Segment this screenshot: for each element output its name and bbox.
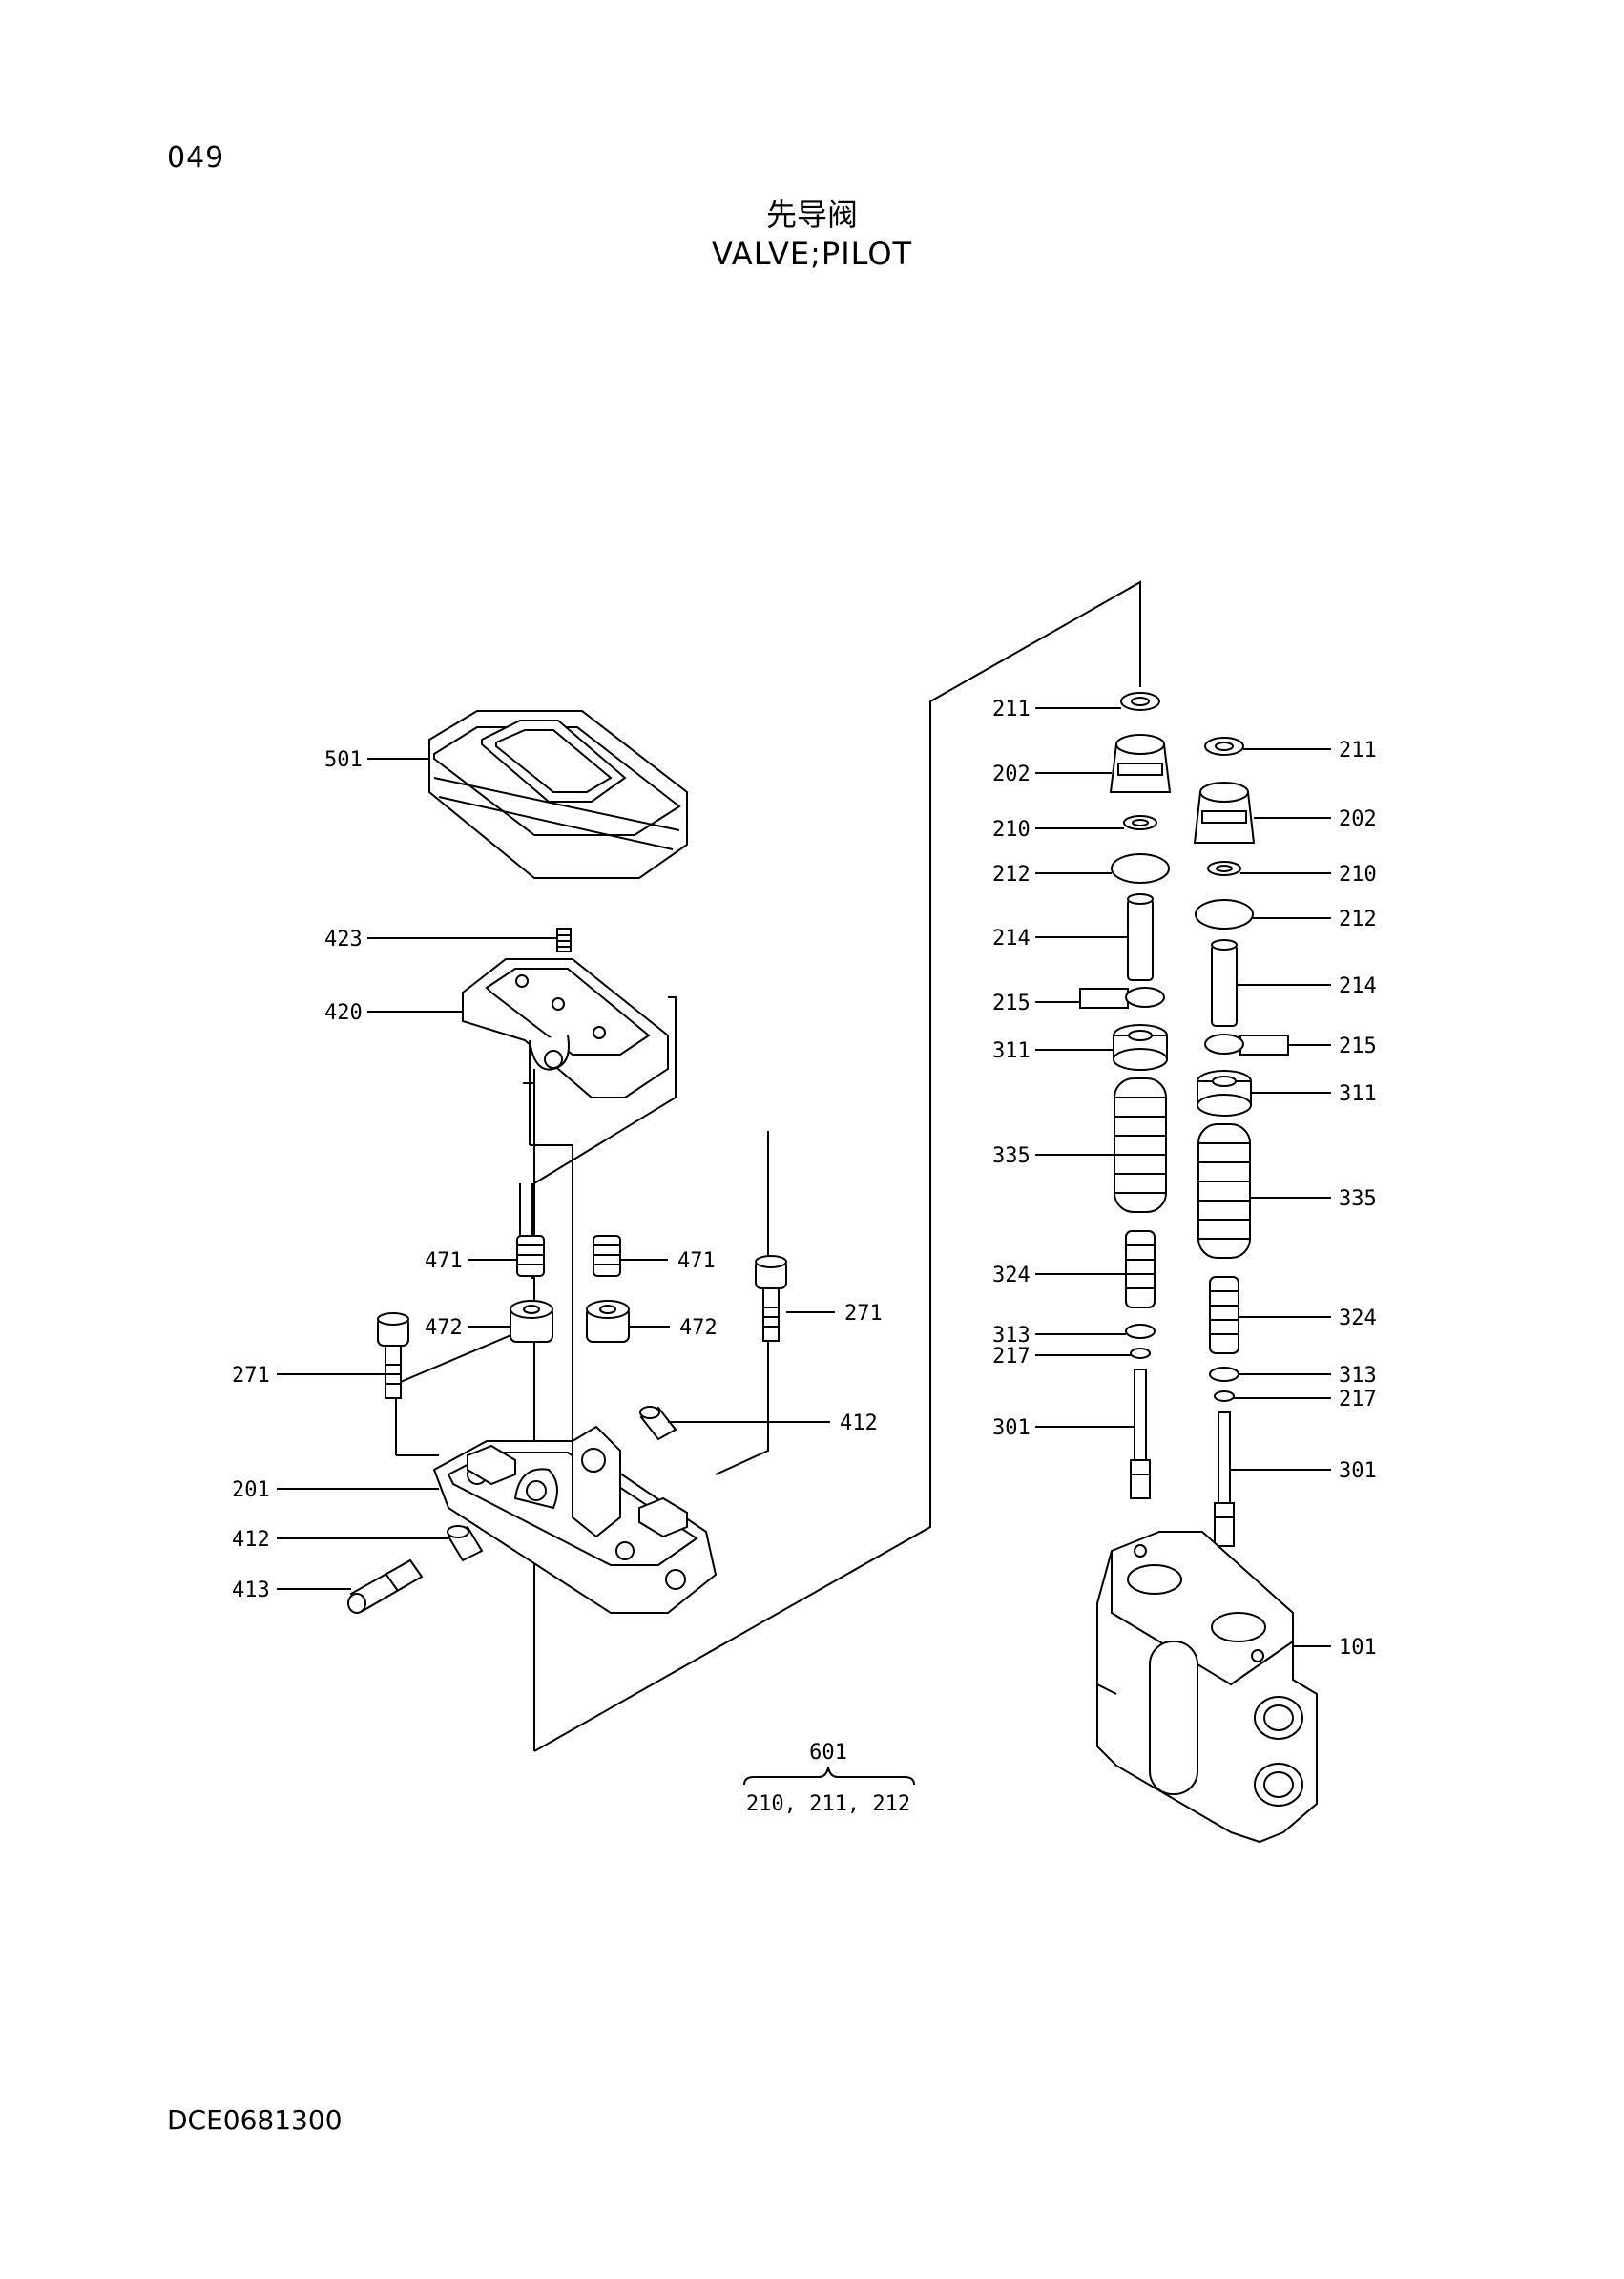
label-271-right: 271: [844, 1302, 883, 1326]
label-101: 101: [1339, 1636, 1377, 1660]
label-210-left: 210: [992, 818, 1031, 842]
label-214-right: 214: [1339, 974, 1377, 998]
label-215-left: 215: [992, 992, 1031, 1015]
label-471-left: 471: [425, 1249, 463, 1273]
stack-right-parts: [1193, 737, 1289, 1547]
label-412-upper: 412: [840, 1411, 878, 1435]
label-335-left: 335: [992, 1144, 1031, 1168]
label-217-left: 217: [992, 1345, 1031, 1369]
washer-part-472-right: [586, 1300, 630, 1343]
part-labels: 501 423 420 471 471 472 472 271 271 412 …: [232, 698, 1377, 1816]
boot-part-501: [428, 710, 688, 879]
label-211-right: 211: [1339, 739, 1377, 763]
pin-part-413: [347, 1558, 424, 1614]
label-413: 413: [232, 1579, 270, 1602]
title-english: VALVE;PILOT: [711, 236, 913, 272]
label-313-left: 313: [992, 1324, 1031, 1348]
nut-part-471-right: [593, 1235, 621, 1277]
label-471-right: 471: [677, 1249, 716, 1273]
label-472-left: 472: [425, 1316, 463, 1340]
nut-part-471-left: [516, 1235, 545, 1277]
label-212-right: 212: [1339, 908, 1377, 931]
label-201: 201: [232, 1478, 270, 1502]
cam-plate-part-420: [462, 958, 669, 1098]
label-311-left: 311: [992, 1039, 1031, 1063]
label-301-right: 301: [1339, 1459, 1377, 1483]
label-412-lower: 412: [232, 1528, 270, 1552]
label-212-left: 212: [992, 863, 1031, 887]
label-311-right: 311: [1339, 1082, 1377, 1106]
label-202-left: 202: [992, 763, 1031, 786]
label-202-right: 202: [1339, 807, 1377, 831]
label-217-right: 217: [1339, 1388, 1377, 1411]
label-420: 420: [324, 1001, 363, 1025]
title-chinese: 先导阀: [765, 197, 858, 233]
label-501: 501: [324, 748, 363, 772]
leader-lines-left: [277, 758, 835, 1590]
valve-body-part-101: [1096, 1531, 1318, 1844]
label-324-right: 324: [1339, 1307, 1377, 1330]
label-211-left: 211: [992, 698, 1031, 721]
label-335-right: 335: [1339, 1187, 1377, 1211]
bushing-part-412-lower: [447, 1525, 484, 1562]
label-313-right: 313: [1339, 1364, 1377, 1388]
label-271-left: 271: [232, 1364, 270, 1388]
label-215-right: 215: [1339, 1035, 1377, 1058]
label-324-left: 324: [992, 1264, 1031, 1287]
kit-contents: 210, 211, 212: [746, 1792, 910, 1816]
label-472-right: 472: [679, 1316, 718, 1340]
page-number: 049: [167, 141, 225, 175]
casing-part-201: [432, 1425, 718, 1614]
label-210-right: 210: [1339, 863, 1377, 887]
kit-brace: [743, 1767, 915, 1786]
bushing-part-412-upper: [639, 1406, 677, 1441]
document-code: DCE0681300: [167, 2104, 343, 2136]
screw-part-423: [556, 928, 572, 952]
washer-part-472-left: [510, 1300, 553, 1343]
bolt-part-271-left: [377, 1312, 409, 1399]
leader-lines-right: [1035, 707, 1331, 1647]
kit-number: 601: [809, 1741, 847, 1765]
stack-left-parts: [1079, 692, 1172, 1499]
bolt-part-271-right: [755, 1255, 787, 1342]
label-423: 423: [324, 928, 363, 951]
label-214-left: 214: [992, 927, 1031, 951]
label-301-left: 301: [992, 1416, 1031, 1440]
